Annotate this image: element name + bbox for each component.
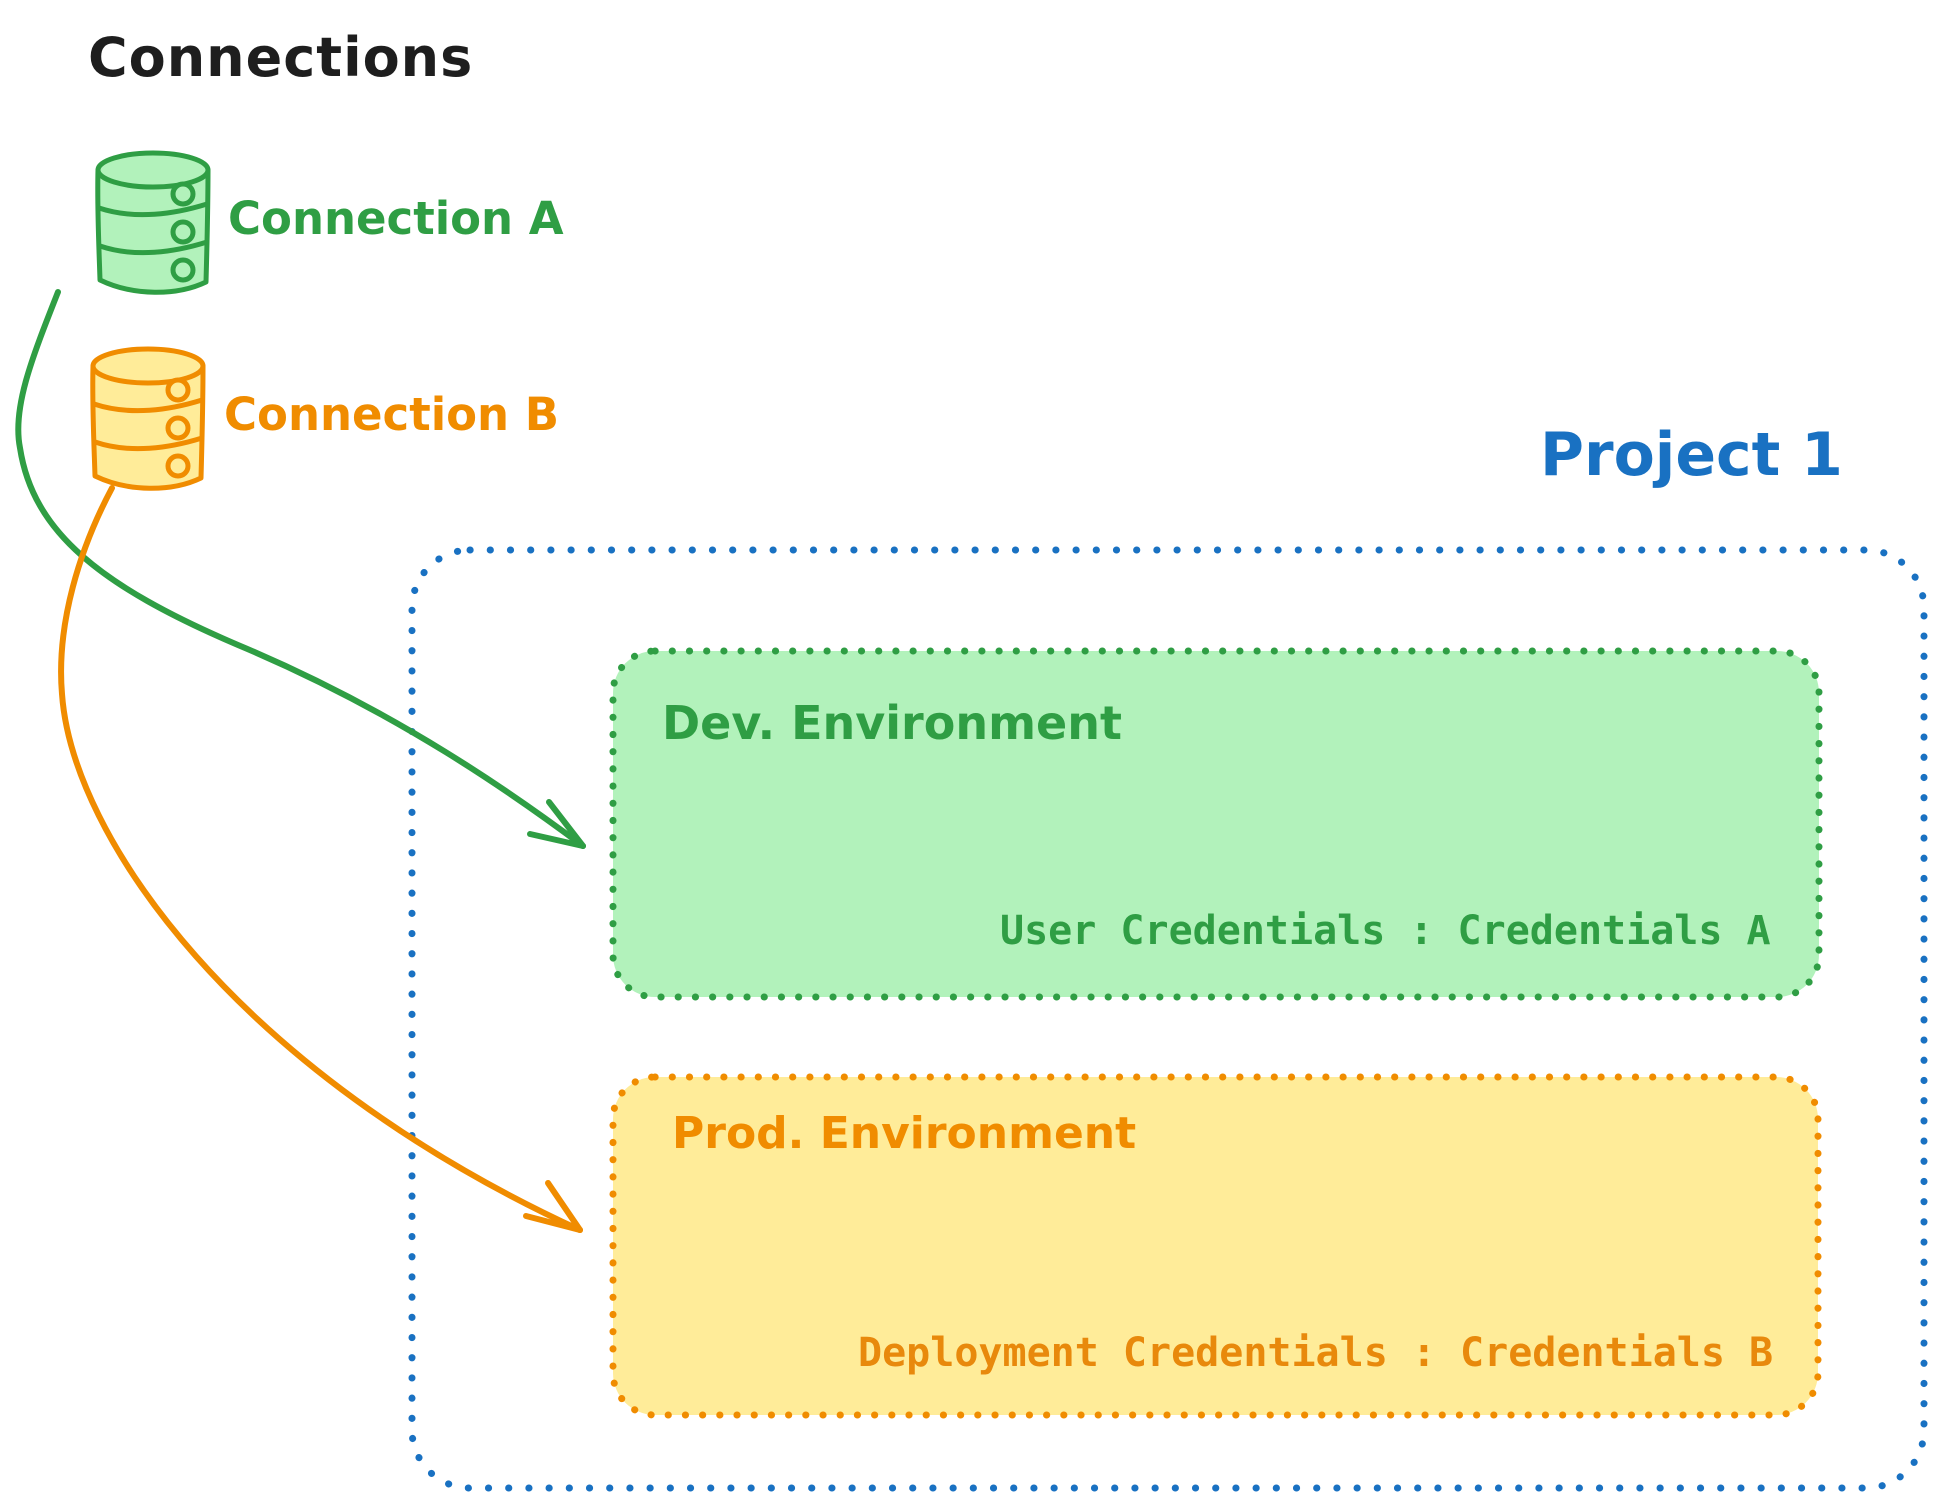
arrowhead [527,831,586,849]
connection-b-label: Connection B [224,388,560,441]
connections-title: Connections [88,26,474,89]
prod-environment-title: Prod. Environment [672,1108,1137,1159]
connection-a-database-icon [95,150,211,295]
prod-environment-credentials: Deployment Credentials : Credentials B [858,1330,1774,1376]
arrowhead [546,799,586,849]
connection-b-database-icon [90,346,206,491]
dev-environment-box [609,647,1823,1001]
dev-environment-credentials: User Credentials : Credentials A [1000,908,1771,954]
dev-environment-title: Dev. Environment [662,696,1122,750]
connection-a-label: Connection A [228,192,564,245]
project-box [408,546,1928,1492]
project-title: Project 1 [1540,420,1843,490]
connection-b-arrow [58,485,583,1233]
connection-a-arrow [15,289,586,849]
prod-environment-box [609,1073,1822,1419]
arrowhead [523,1213,583,1233]
arrowhead [545,1180,583,1233]
